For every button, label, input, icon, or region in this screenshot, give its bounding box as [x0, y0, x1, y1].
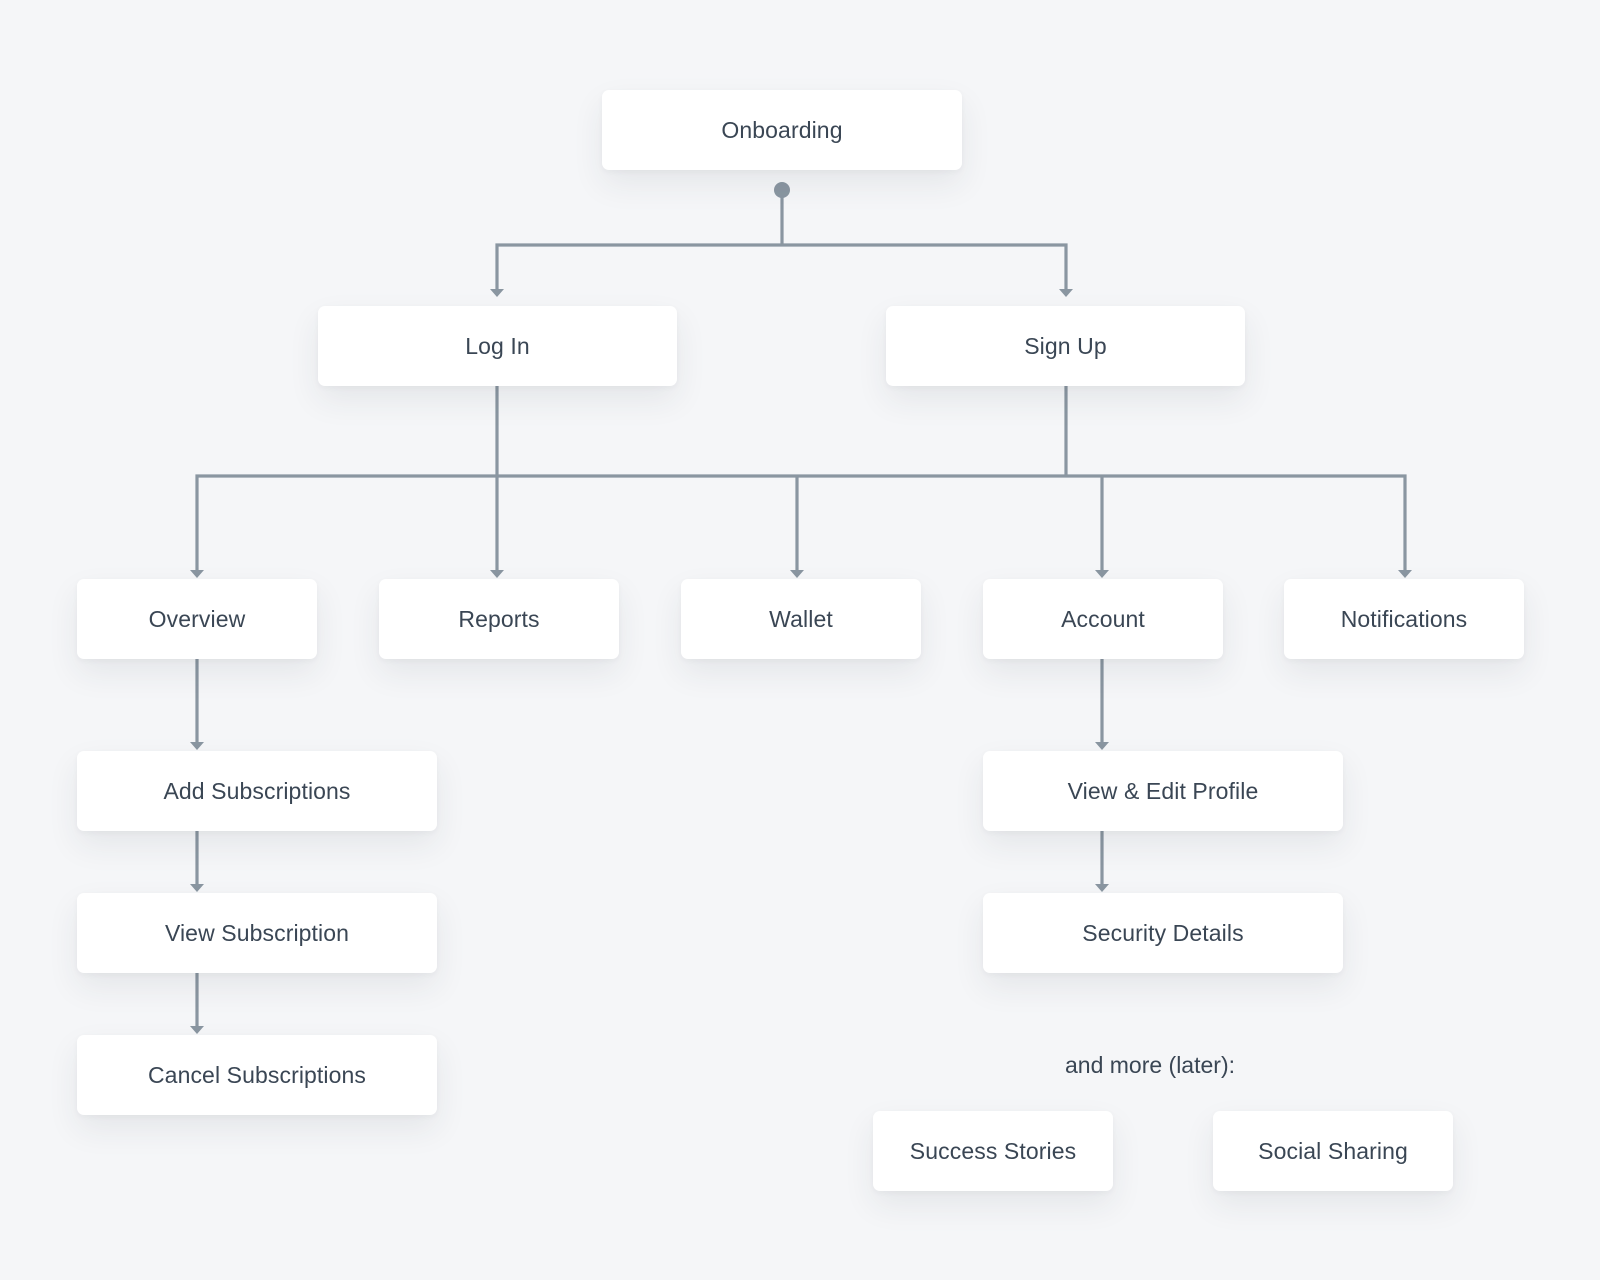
arrowhead-notifications	[1398, 570, 1412, 578]
node-label: Add Subscriptions	[163, 777, 351, 804]
node-cancel-subscriptions: Cancel Subscriptions	[77, 1035, 437, 1115]
node-label: Sign Up	[1024, 332, 1107, 359]
node-label: Log In	[465, 332, 530, 359]
node-label: Reports	[458, 605, 540, 632]
node-security-details: Security Details	[983, 893, 1343, 973]
node-label: Onboarding	[721, 116, 843, 143]
node-sign-up: Sign Up	[886, 306, 1245, 386]
connector-origin-dot	[774, 182, 790, 198]
node-account: Account	[983, 579, 1223, 659]
node-overview: Overview	[77, 579, 317, 659]
node-label: Wallet	[769, 605, 833, 632]
node-label: Account	[1061, 605, 1145, 632]
node-onboarding: Onboarding	[602, 90, 962, 170]
node-label: Social Sharing	[1258, 1137, 1408, 1164]
node-label: Cancel Subscriptions	[147, 1061, 367, 1088]
arrowhead-signup	[1059, 289, 1073, 297]
node-label: Overview	[148, 605, 246, 632]
arrowhead-login	[490, 289, 504, 297]
node-reports: Reports	[379, 579, 619, 659]
node-label: View & Edit Profile	[1067, 777, 1259, 804]
arrowhead-view-subscription	[190, 884, 204, 892]
connector-sections-bus	[195, 474, 1407, 571]
connector-onboarding-branch	[495, 243, 1068, 290]
arrowhead-overview	[190, 570, 204, 578]
later-features-label: and more (later):	[1064, 1052, 1235, 1078]
node-view-subscription: View Subscription	[77, 893, 437, 973]
node-label: Security Details	[1082, 919, 1244, 946]
node-view-edit-profile: View & Edit Profile	[983, 751, 1343, 831]
arrowhead-view-edit-profile	[1095, 742, 1109, 750]
arrowhead-cancel-subscriptions	[190, 1026, 204, 1034]
node-label: View Subscription	[164, 919, 350, 946]
arrowhead-wallet	[790, 570, 804, 578]
arrowhead-security-details	[1095, 884, 1109, 892]
node-label: Success Stories	[909, 1137, 1077, 1164]
arrowhead-add-subscriptions	[190, 742, 204, 750]
node-add-subscriptions: Add Subscriptions	[77, 751, 437, 831]
node-label: Notifications	[1340, 605, 1468, 632]
node-wallet: Wallet	[681, 579, 921, 659]
arrowhead-reports	[490, 570, 504, 578]
node-notifications: Notifications	[1284, 579, 1524, 659]
node-log-in: Log In	[318, 306, 677, 386]
node-success-stories: Success Stories	[873, 1111, 1113, 1191]
node-social-sharing: Social Sharing	[1213, 1111, 1453, 1191]
arrowhead-account	[1095, 570, 1109, 578]
